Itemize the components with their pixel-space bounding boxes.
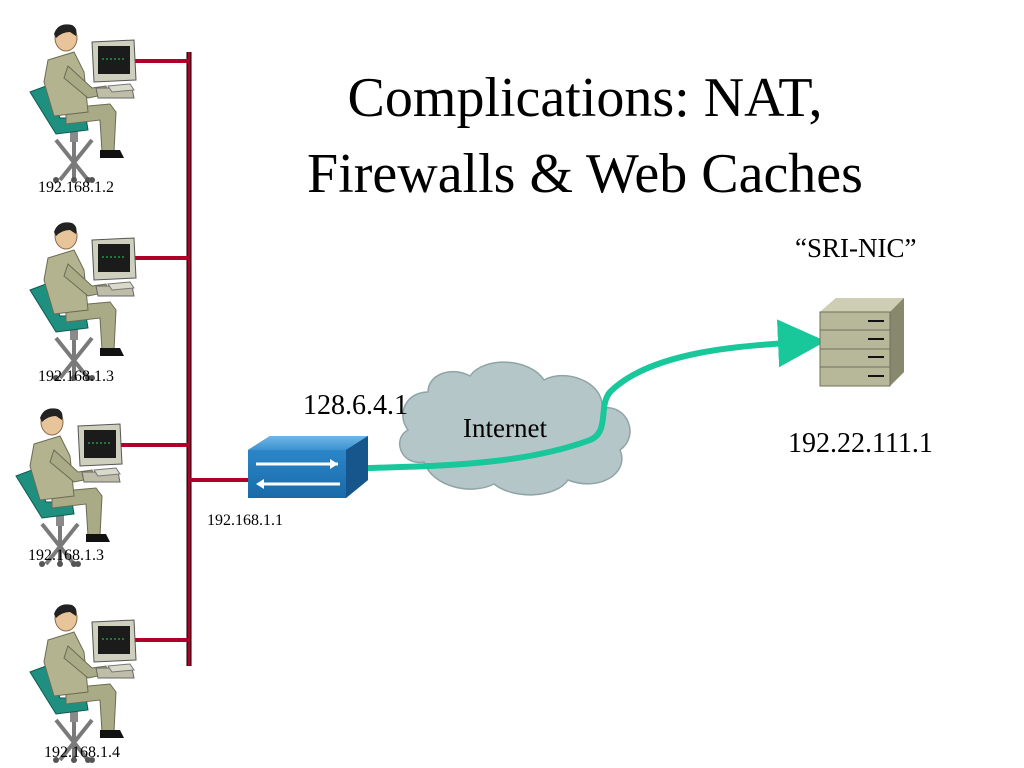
user-at-computer-icon — [14, 406, 124, 569]
user-at-computer-icon — [28, 22, 138, 186]
user-at-computer-icon — [28, 220, 138, 383]
nat-internal-ip-label: 192.168.1.1 — [207, 512, 283, 529]
host-ip-label: 192.168.1.2 — [38, 179, 114, 196]
slide-title-line-1: Complications: NAT, — [347, 67, 823, 129]
nat-external-ip-label: 128.6.4.1 — [303, 390, 408, 421]
host-ip-label: 192.168.1.4 — [44, 744, 120, 761]
host-links — [110, 59, 248, 642]
host-ip-label: 192.168.1.3 — [38, 368, 114, 385]
host-ip-label: 192.168.1.3 — [28, 547, 104, 564]
server-icon — [819, 298, 904, 387]
server-ip-label: 192.22.111.1 — [788, 428, 933, 459]
internet-label: Internet — [463, 413, 547, 443]
slide-title-line-2: Firewalls & Web Caches — [307, 143, 863, 205]
connection-arrow — [367, 319, 826, 471]
server-name-label: “SRI-NIC” — [795, 233, 917, 263]
nat-switch-icon — [248, 436, 368, 498]
user-at-computer-icon — [28, 602, 138, 765]
